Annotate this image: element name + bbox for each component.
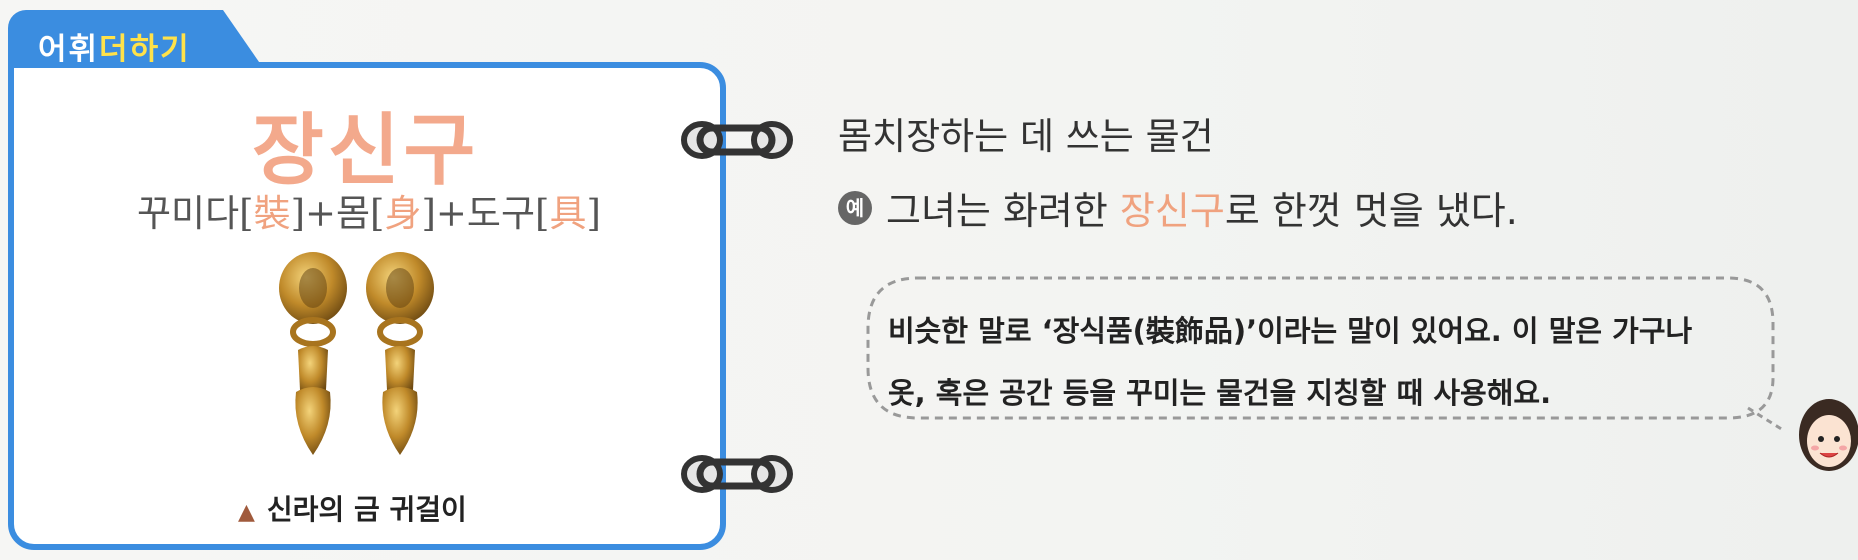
example-badge-icon: 예	[838, 190, 872, 225]
vocabulary-term: 장신구	[252, 106, 480, 196]
speech-bubble	[866, 276, 1784, 432]
binder-ring-bottom-icon	[681, 455, 793, 493]
term-definition: 몸치장하는 데 쓰는 물건	[838, 115, 1214, 158]
etym-hanja-1: 裝	[253, 192, 291, 235]
caption-text: 신라의 금 귀걸이	[266, 493, 467, 526]
gold-earrings-image	[279, 252, 434, 455]
note-line-1: 비슷한 말로 ‘장식품(裝飾品)’이라는 말이 있어요. 이 말은 가구나	[888, 314, 1693, 348]
caption-triangle-icon: ▲	[238, 500, 255, 525]
etym-hanja-2: 身	[384, 192, 422, 235]
section-tab: 어휘더하기	[8, 10, 266, 72]
note-line-2: 옷, 혹은 공간 등을 꾸미는 물건을 지칭할 때 사용해요.	[888, 376, 1552, 410]
binder-ring-top-icon	[681, 121, 793, 159]
earring-left	[279, 252, 347, 455]
example-after: 로 한껏 멋을 냈다.	[1224, 189, 1518, 233]
etym-part-2: +몸	[305, 192, 371, 235]
image-caption: ▲ 신라의 금 귀걸이	[238, 488, 467, 528]
etym-part-3: +도구	[435, 192, 536, 235]
earring-right	[366, 252, 434, 455]
example-before: 그녀는 화려한	[886, 189, 1120, 233]
example-highlight: 장신구	[1119, 189, 1225, 233]
term-etymology: 꾸미다[裝]+몸[身]+도구[具]	[137, 192, 601, 235]
vocabulary-card	[8, 62, 726, 550]
etym-hanja-3: 具	[549, 192, 587, 235]
etym-part-1: 꾸미다	[137, 192, 240, 235]
character-avatar-icon	[1799, 399, 1858, 471]
note-text: 비슷한 말로 ‘장식품(裝飾品)’이라는 말이 있어요. 이 말은 가구나 옷,…	[888, 300, 1788, 424]
